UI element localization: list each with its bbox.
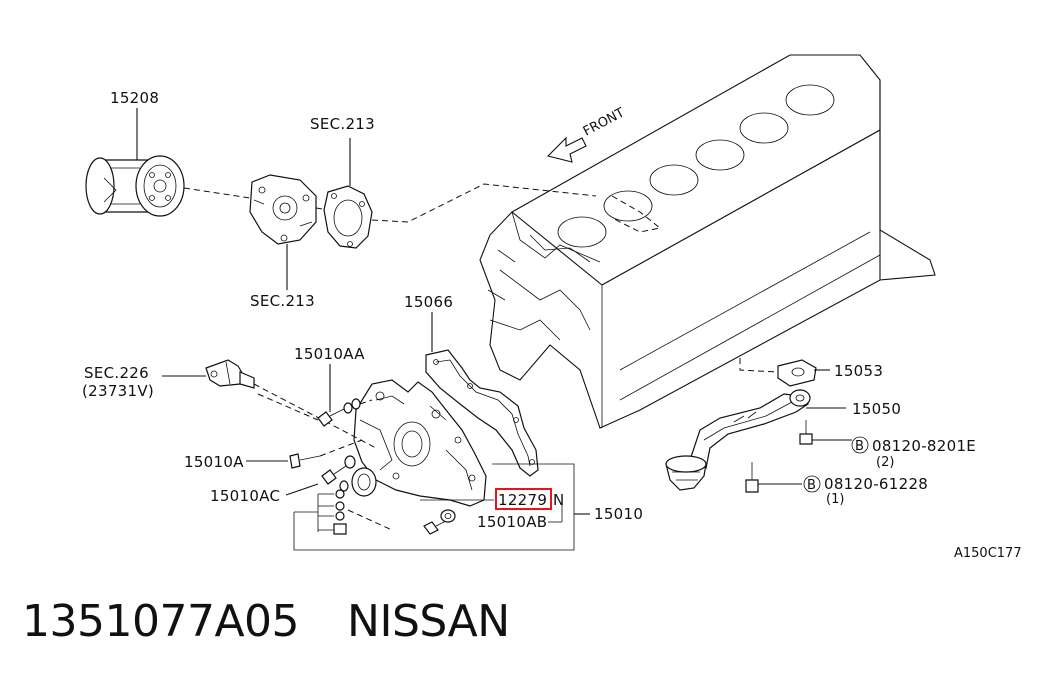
label-bolt-b2-qty: (1) — [826, 492, 844, 507]
caption-part-number: 1351077A05 — [22, 596, 300, 647]
highlight-part-12279: 12279 — [495, 488, 552, 510]
label-strainer-gasket: 15053 — [834, 362, 883, 380]
highlight-box — [495, 488, 552, 510]
label-strainer: 15050 — [852, 400, 901, 418]
front-label: FRONT — [581, 105, 627, 139]
circle-b-1: B — [855, 439, 864, 454]
label-sec213-top: SEC.213 — [310, 115, 375, 133]
oil-filter-adapter — [249, 174, 317, 245]
label-bolt-ab: 15010AB — [477, 513, 547, 531]
strainer-bolt-1 — [799, 420, 813, 445]
bolt-15010a — [289, 453, 321, 469]
front-cover-gasket — [425, 349, 539, 477]
adapter-gasket — [323, 185, 373, 249]
label-sec226-sub: (23731V) — [82, 382, 154, 400]
label-bolt-ac: 15010AC — [210, 487, 280, 505]
strainer-bolt-2 — [745, 462, 759, 493]
label-sec213-bottom: SEC.213 — [250, 292, 315, 310]
label-bolt-b1: 08120-8201E — [872, 437, 976, 455]
label-bolt-b2: 08120-61228 — [824, 475, 928, 493]
oil-filter — [85, 155, 185, 217]
label-bolt-a: 15010A — [184, 453, 244, 471]
label-sec226: SEC.226 — [84, 364, 149, 382]
bolt-15010ab — [423, 509, 456, 535]
label-gasket: 15066 — [404, 293, 453, 311]
label-highlight-suffix: N — [553, 491, 565, 509]
bolt-15010aa — [317, 398, 361, 427]
circle-b-2: B — [807, 478, 816, 493]
bolt-15010ac — [321, 465, 347, 485]
oil-pump-front-cover — [339, 379, 487, 507]
label-pump-assembly: 15010 — [594, 505, 643, 523]
engine-block — [479, 54, 936, 429]
caption: 1351077A05 NISSAN — [22, 596, 510, 647]
label-bolt-b1-qty: (2) — [876, 455, 894, 470]
crank-position-sensor — [205, 359, 255, 389]
oil-strainer — [665, 389, 811, 491]
label-oil-filter: 15208 — [110, 89, 159, 107]
label-highlight-part: 12279 — [498, 491, 547, 509]
caption-brand: NISSAN — [347, 596, 510, 647]
label-bolt-aa: 15010AA — [294, 345, 365, 363]
strainer-gasket — [777, 359, 817, 387]
figure-code: A150C177 — [954, 546, 1022, 561]
relief-valve-stack — [333, 489, 347, 535]
